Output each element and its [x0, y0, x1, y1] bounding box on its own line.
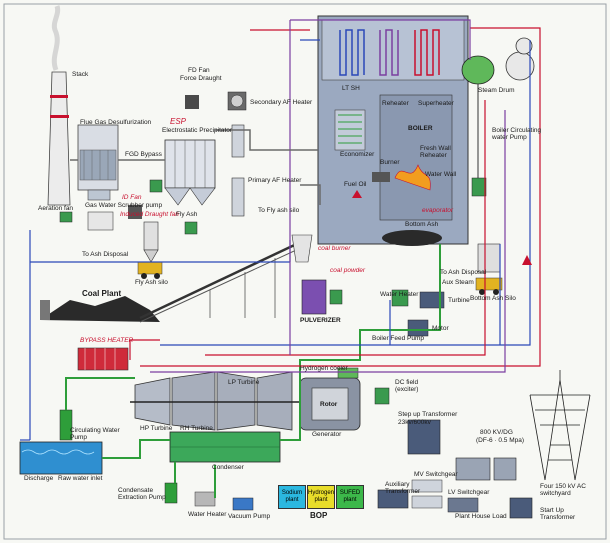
- steam-drum-label: Steam Drum: [478, 87, 515, 94]
- rotor-label: Rotor: [320, 401, 338, 408]
- condenser-label: Condenser: [212, 464, 244, 471]
- mv-switchgear-label: MV Switchgear: [414, 471, 458, 478]
- coal-plant-label: Coal Plant: [82, 289, 122, 298]
- truck-icon: [475, 277, 503, 295]
- pulverizer-unit: [291, 234, 343, 315]
- hp-turbine-label: HP Turbine: [140, 425, 173, 432]
- raw-water-inlet-label: Raw water inlet: [58, 475, 103, 482]
- boiler-unit: [317, 15, 469, 246]
- turbine-train: [130, 371, 300, 431]
- motor-label: Motor: [432, 325, 449, 332]
- lp-turbine-label: LP Turbine: [228, 379, 260, 386]
- dc-field-label: DC field (exciter): [395, 379, 419, 393]
- transformer-icon: [377, 489, 409, 509]
- fresh-wall-reheater-label: Fresh Wall Reheater: [420, 145, 451, 159]
- turbine-small-label: Turbine: [448, 297, 470, 304]
- bypass-heater-label: BYPASS HEATER: [80, 337, 134, 344]
- fgd-unit: [77, 124, 119, 201]
- hydrogen-cooler-label: Hydrogen cooler: [300, 365, 348, 372]
- induced-draught-fan-label: Induced Draught fan: [120, 211, 179, 218]
- condensate-extraction-pump-label: Condensate Extraction Pump: [118, 487, 166, 501]
- aeration-fan-label: Aeration fan: [38, 205, 74, 212]
- force-draught-label: Force Draught: [180, 75, 222, 82]
- aux-steam-label: Aux Steam: [442, 279, 474, 286]
- circulating-water-pump-label: Circulating Water Pump: [70, 427, 120, 441]
- esp-unit: [164, 139, 216, 206]
- pump-icon: [471, 177, 487, 197]
- water-heater-label: Water Heater: [188, 511, 227, 518]
- pump-icon: [232, 497, 254, 511]
- kv-dg-set-label: 800 KV/DG: [480, 429, 513, 436]
- bop-label: BOP: [310, 511, 328, 520]
- electrostatic-precipitator-label: Electrostatic Precipitator: [162, 127, 233, 134]
- kv-rating-label: 23kv/600kv: [398, 419, 431, 426]
- kv-sub-label: (DF-6 · 0.5 Mpa): [476, 437, 525, 444]
- superheater-label: Superheater: [418, 100, 454, 107]
- lt-sh-label: LT SH: [342, 85, 360, 92]
- fan-icon: [185, 91, 247, 111]
- fuel-oil-label: Fuel Oil: [344, 181, 367, 188]
- pump-icon: [149, 179, 163, 193]
- flame-icon: [394, 164, 431, 191]
- boiler-circulating-pump-label: Boiler Circulating water Pump: [492, 127, 542, 141]
- bottom-ash-label: Bottom Ash: [405, 221, 439, 228]
- generator-label: Generator: [312, 431, 342, 438]
- gas-water-scrubber-label: Gas Water Scrubber pump: [85, 202, 163, 209]
- to-ash-disposal-label: To Ash Disposal: [82, 251, 129, 258]
- pump-icon: [59, 211, 73, 223]
- economizer-label: Economizer: [340, 151, 375, 158]
- fgd-bypass-label: FGD Bypass: [125, 151, 162, 158]
- primary-af-heater-label: Primary AF Heater: [248, 177, 302, 184]
- burner-label: Burner: [380, 159, 400, 166]
- boiler-feed-pump-label: Boiler Feed Pump: [372, 335, 425, 342]
- pump-icon: [184, 221, 198, 235]
- secondary-af-heater-label: Secondary AF Heater: [250, 99, 313, 106]
- fgd-label: Flue Gas Desulfurization: [80, 119, 152, 126]
- vacuum-pump-label: Vacuum Pump: [228, 513, 271, 520]
- fd-fan-label: FD Fan: [188, 67, 210, 74]
- step-up-transformer-label: Step up Transformer: [398, 411, 458, 418]
- fan-icon: [128, 205, 142, 219]
- motor-icon: [329, 289, 343, 305]
- four-kv-ac-label: Four 150 kV AC switchyard: [540, 483, 586, 497]
- bottom-ash-silo-label: Bottom Ash Silo: [470, 295, 516, 302]
- plant-house-load-label: Plant House Load: [455, 513, 507, 520]
- motor-icon: [407, 319, 429, 337]
- boiler-label: BOILER: [408, 125, 433, 132]
- water-wall-label: Water Wall: [425, 171, 457, 178]
- fly-ash-silo-label: Fly Ash silo: [135, 279, 168, 286]
- auxiliary-transformer-label: Auxiliary Transformer: [385, 481, 421, 495]
- reheater-label: Reheater: [382, 100, 409, 107]
- transformer-icon: [407, 419, 441, 455]
- lv-switchgear-label: LV Switchgear: [448, 489, 490, 496]
- bop-hydrogen-plant: Hydrogen plant: [307, 485, 335, 509]
- stack-label: Stack: [72, 71, 89, 78]
- fly-ash-label: Fly Ash: [176, 211, 198, 218]
- rh-turbine-label: RH Turbine: [180, 425, 213, 432]
- water-heater-top-label: Water Heater: [380, 291, 419, 298]
- coal-burner-label: coal burner: [318, 245, 351, 252]
- coal-powder-label: coal powder: [330, 267, 366, 274]
- pump-icon: [164, 482, 178, 504]
- to-ash-disposal-2-label: To Ash Disposal: [440, 269, 487, 276]
- pulverizer-label: PULVERIZER: [300, 317, 341, 324]
- evaporator-label: evaporator: [422, 207, 454, 214]
- to-fly-ash-silo-label: To Fly ash silo: [258, 207, 300, 214]
- truck-icon: [137, 261, 163, 279]
- transformer-icon: [509, 497, 533, 519]
- esp-label: ESP: [170, 117, 187, 126]
- chimney-icon: [47, 5, 71, 206]
- start-up-transformer-label: Start Up Transformer: [540, 507, 576, 521]
- bop-sulfuric-plant: SUFED plant: [336, 485, 364, 509]
- discharge-label: Discharge: [24, 475, 54, 482]
- id-fan-label: ID Fan: [122, 194, 142, 201]
- transmission-tower-icon: [529, 370, 591, 481]
- bop-sodium-plant: Sodium plant: [278, 485, 306, 509]
